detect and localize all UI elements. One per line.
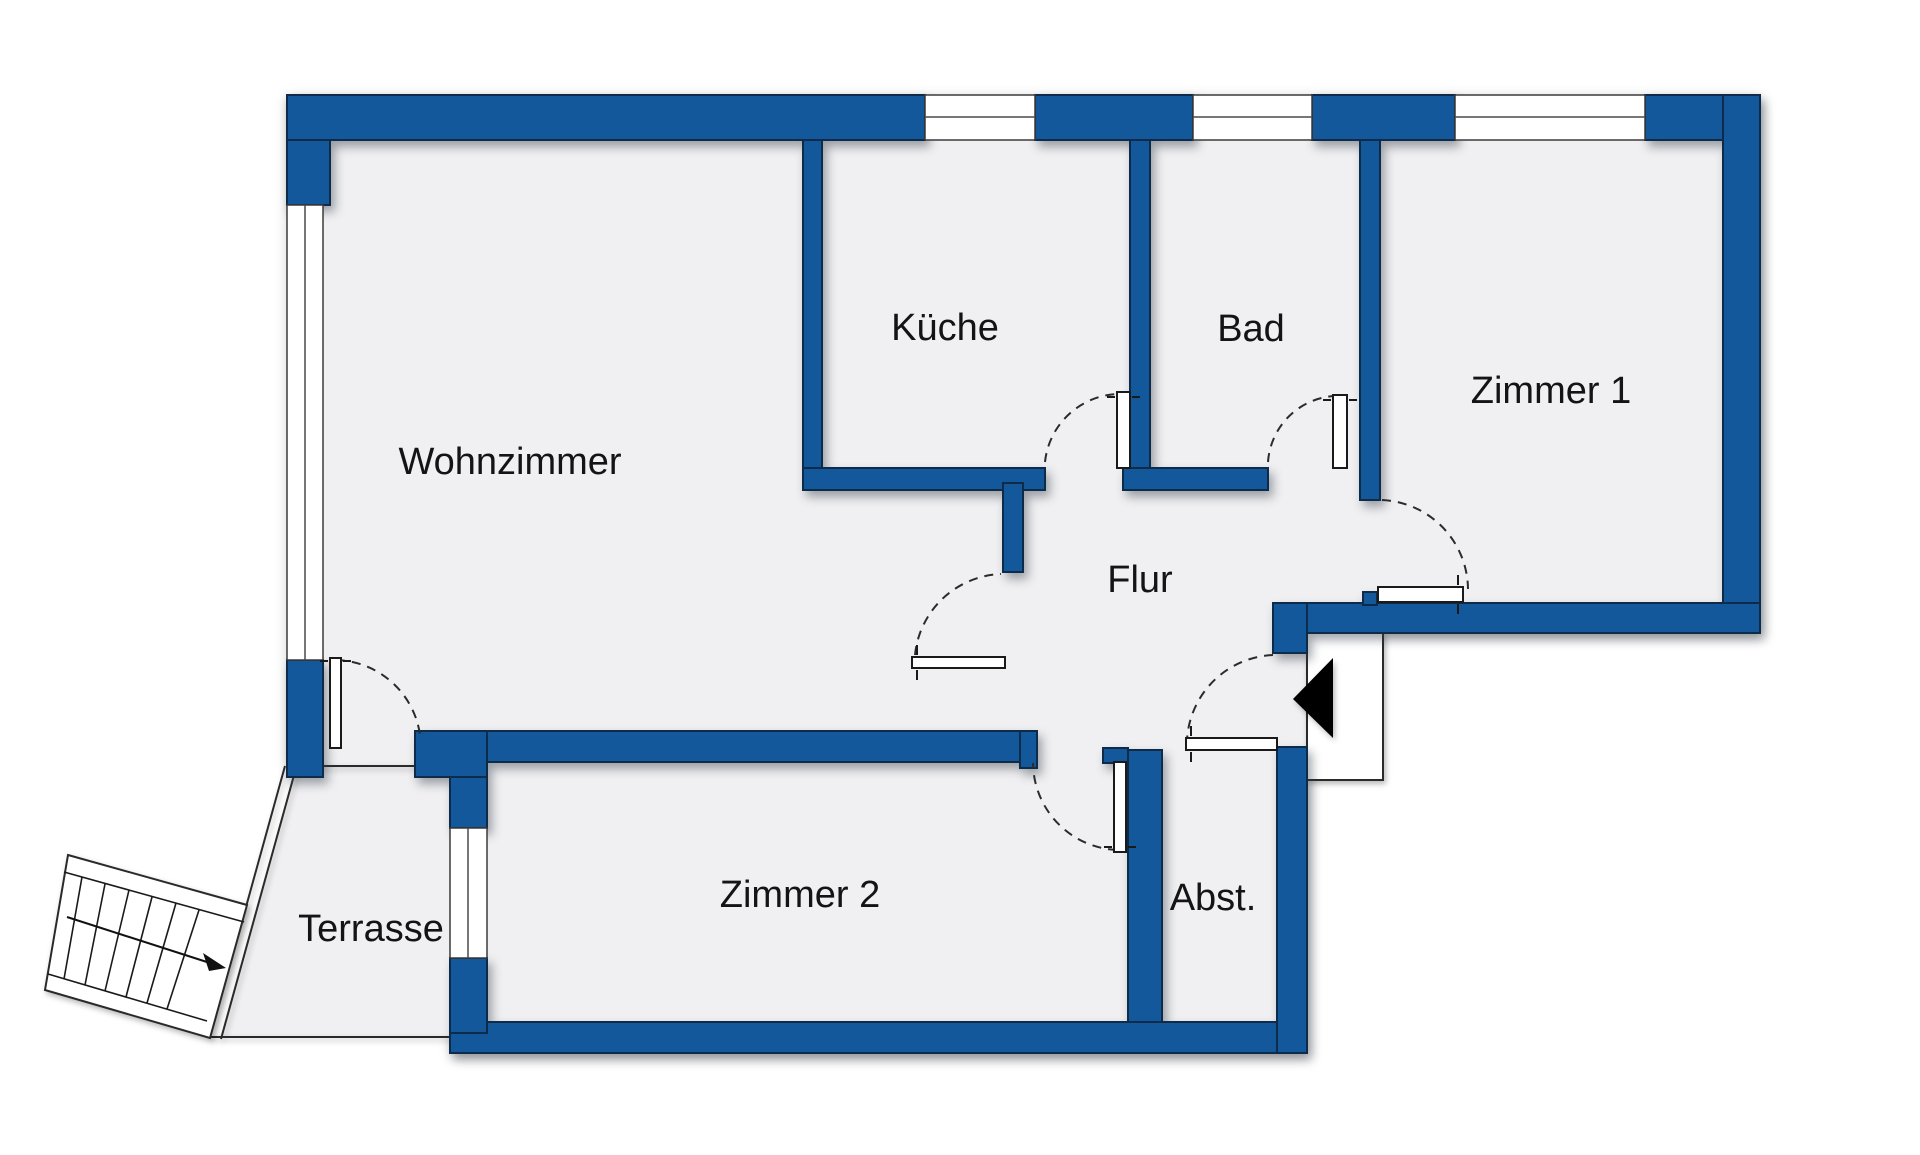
wall-zimmer2-left-upper bbox=[449, 776, 488, 829]
wall-bottom bbox=[449, 1021, 1308, 1054]
wall-zimmer2-left-block bbox=[414, 730, 488, 778]
terrace bbox=[209, 765, 450, 1040]
wall-zimmer1-south-end-block bbox=[1272, 602, 1308, 654]
door-wohnzimmer-flur bbox=[911, 573, 1006, 680]
wall-zimmer2-left-lower bbox=[449, 957, 488, 1034]
stairs-direction-arrow-icon bbox=[66, 916, 226, 971]
door-kueche bbox=[1044, 391, 1140, 469]
room-label-flur: Flur bbox=[1107, 559, 1173, 601]
room-label-abstellraum: Abst. bbox=[1170, 877, 1257, 919]
staircase bbox=[43, 853, 249, 1040]
wall-right bbox=[1722, 94, 1761, 634]
door-zimmer1 bbox=[1377, 499, 1469, 614]
door-zimmer2 bbox=[1032, 761, 1136, 853]
door-terrasse bbox=[320, 657, 421, 749]
wall-bad-south bbox=[1122, 467, 1269, 491]
entrance-arrow-icon bbox=[1293, 658, 1333, 738]
wall-top-a bbox=[286, 94, 926, 141]
windows bbox=[286, 94, 1646, 959]
wall-zimmer2-top bbox=[414, 730, 1021, 763]
wall-abst-top-step bbox=[1102, 747, 1129, 764]
wall-kueche-south bbox=[802, 467, 1046, 491]
wall-zimmer2-pier bbox=[1019, 730, 1038, 769]
doors bbox=[320, 391, 1469, 853]
window-zimmer2-left bbox=[449, 827, 488, 959]
wall-kueche-bad bbox=[1129, 139, 1151, 491]
wall-bad-zimmer1 bbox=[1359, 139, 1381, 501]
wall-top-c bbox=[1311, 94, 1456, 141]
wall-top-b bbox=[1034, 94, 1194, 141]
room-label-kueche: Küche bbox=[891, 307, 999, 349]
room-label-zimmer1: Zimmer 1 bbox=[1471, 370, 1631, 412]
wall-zimmer1-door-jamb bbox=[1362, 591, 1378, 606]
window-bad-top bbox=[1192, 94, 1313, 141]
room-label-bad: Bad bbox=[1217, 308, 1285, 350]
apartment-floor bbox=[287, 95, 1760, 1053]
wall-abst-right bbox=[1276, 746, 1308, 1054]
wall-left-lower bbox=[286, 659, 324, 778]
wall-zimmer2-abst bbox=[1127, 749, 1163, 1023]
room-labels: Wohnzimmer Küche Bad Zimmer 1 Flur Zimme… bbox=[298, 307, 1631, 950]
wall-wohnzimmer-kueche bbox=[802, 139, 823, 469]
wall-zimmer1-south bbox=[1272, 602, 1761, 634]
window-kueche-top bbox=[924, 94, 1036, 141]
room-label-terrasse: Terrasse bbox=[298, 908, 444, 950]
wall-flur-stub bbox=[1002, 482, 1024, 573]
door-entrance bbox=[1185, 654, 1278, 762]
room-label-zimmer2: Zimmer 2 bbox=[720, 874, 880, 916]
room-label-wohnzimmer: Wohnzimmer bbox=[398, 441, 621, 483]
window-zimmer1-top bbox=[1454, 94, 1646, 141]
terrace-railing-inner bbox=[220, 767, 297, 1040]
window-wohnzimmer-left bbox=[286, 204, 324, 661]
door-bad bbox=[1267, 394, 1357, 469]
